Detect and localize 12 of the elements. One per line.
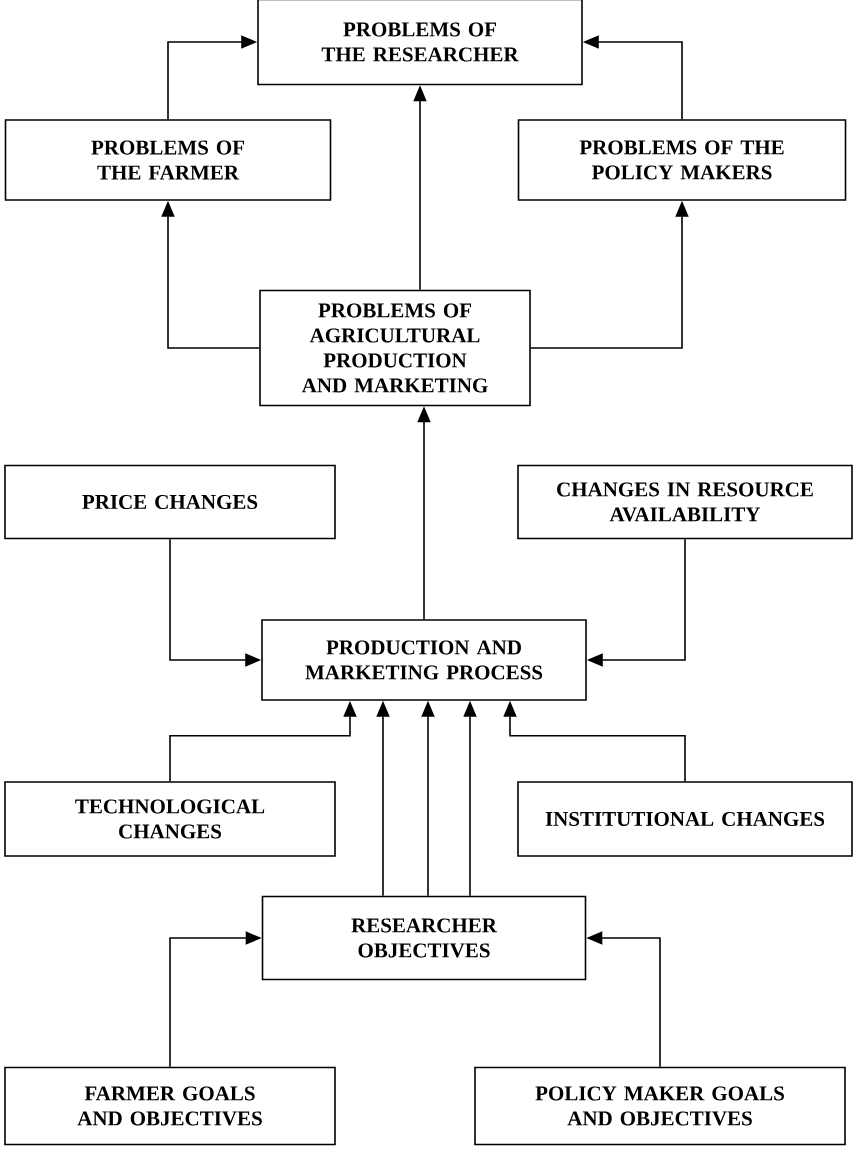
process-box: PROBLEMS OF AGRICULTURAL PRODUCTION AND MARKETING xyxy=(259,289,531,407)
process-box: INSTITUTIONAL CHANGES xyxy=(517,781,853,857)
process-box: PROBLEMS OF THE FARMER xyxy=(4,119,332,201)
process-box: PROBLEMS OF THE POLICY MAKERS xyxy=(517,119,847,201)
process-box: RESEARCHER OBJECTIVES xyxy=(261,895,587,981)
process-box: TECHNOLOGICAL CHANGES xyxy=(4,781,336,857)
process-box: FARMER GOALS AND OBJECTIVES xyxy=(4,1066,336,1146)
process-box: PRODUCTION AND MARKETING PROCESS xyxy=(261,619,587,701)
process-box: POLICY MAKER GOALS AND OBJECTIVES xyxy=(474,1066,846,1146)
process-box: PROBLEMS OF THE RESEARCHER xyxy=(257,0,583,86)
process-box: PRICE CHANGES xyxy=(4,464,336,540)
process-box: CHANGES IN RESOURCE AVAILABILITY xyxy=(517,464,853,540)
